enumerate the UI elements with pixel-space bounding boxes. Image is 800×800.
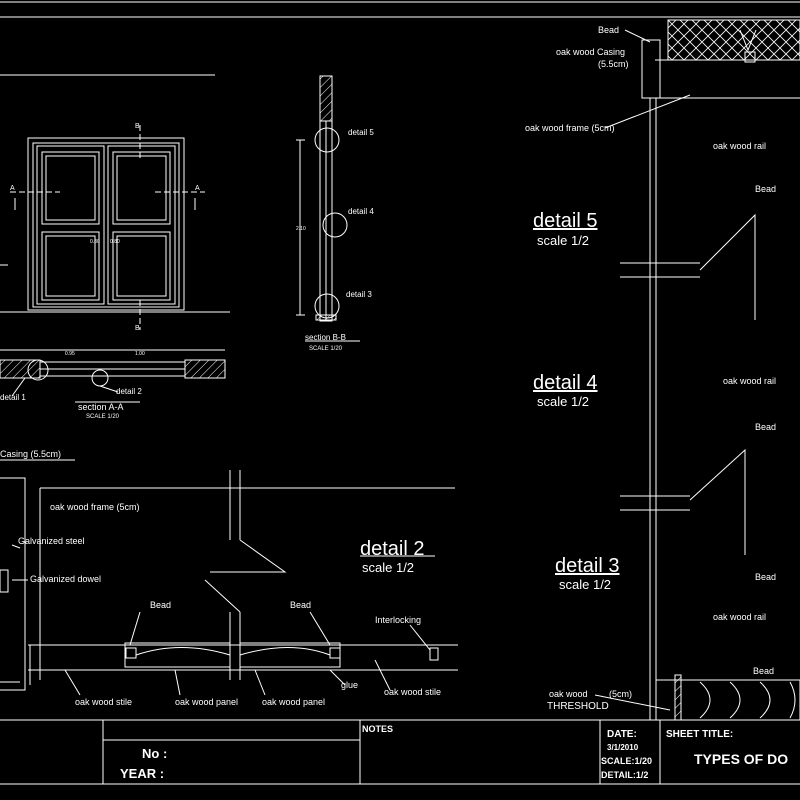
d-right-threshold-2: THRESHOLD	[547, 701, 609, 712]
detail-2-drawing	[0, 459, 458, 696]
d-right-bead-3: Bead	[755, 572, 776, 582]
section-bb-dim: 2.10	[296, 226, 306, 232]
section-aa-dim-2: 1.00	[135, 351, 145, 357]
tb-no-label: No :	[142, 746, 167, 761]
title-block	[0, 719, 800, 785]
d-right-rail-1: oak wood rail	[713, 141, 766, 151]
cut-mark-b-top: B	[135, 123, 140, 130]
d2-bead-right-label: Bead	[290, 600, 311, 610]
cut-mark-a-right: A	[195, 185, 200, 192]
tb-sheet-title-label: SHEET TITLE:	[666, 729, 733, 740]
detail-1-label: detail 1	[0, 393, 26, 402]
section-aa	[0, 349, 226, 403]
d2-galv-dowel-label: Galvanized dowel	[30, 574, 101, 584]
d-right-casing-2: (5.5cm)	[598, 59, 629, 69]
tb-sheet-title: TYPES OF DO	[694, 751, 788, 767]
detail-5-scale: scale 1/2	[537, 233, 589, 248]
d2-galv-steel-label: Galvanized steel	[18, 536, 85, 546]
detail-2-scale: scale 1/2	[362, 560, 414, 575]
d-right-rail-3: oak wood rail	[713, 612, 766, 622]
section-bb-title: section B-B	[305, 333, 346, 342]
detail-5-title: detail 5	[533, 210, 598, 232]
d2-panel-right-label: oak wood panel	[262, 697, 325, 707]
section-aa-title: section A-A	[78, 402, 124, 412]
section-aa-dim-1: 0.95	[65, 351, 75, 357]
detail-2-title: detail 2	[360, 538, 425, 560]
d2-bead-left-label: Bead	[150, 600, 171, 610]
d2-interlocking-label: Interlocking	[375, 615, 421, 625]
tb-date-value: 3/1/2010	[607, 743, 639, 752]
tb-scale-label: SCALE:1/20	[601, 756, 652, 766]
door-dim-left: 0.80	[90, 239, 100, 245]
sheet-border	[0, 1, 800, 18]
door-elevation	[0, 74, 230, 330]
detail-3-scale: scale 1/2	[559, 577, 611, 592]
d-right-bead-1: Bead	[755, 184, 776, 194]
d-right-threshold-1: oak wood	[549, 689, 588, 699]
detail-3-title: detail 3	[555, 555, 620, 577]
detail-4-scale: scale 1/2	[537, 394, 589, 409]
tb-notes-label: NOTES	[362, 724, 393, 734]
section-bb	[296, 75, 360, 342]
section-bb-detail-label-2: detail 4	[348, 207, 374, 216]
cut-mark-a-left: A	[10, 185, 15, 192]
d2-stile-right-label: oak wood stile	[384, 687, 441, 697]
tb-detail-label: DETAIL:1/2	[601, 770, 648, 780]
d-right-rail-2: oak wood rail	[723, 376, 776, 386]
section-bb-scale: SCALE 1/20	[309, 346, 343, 352]
section-bb-detail-label-3: detail 3	[346, 290, 372, 299]
d-right-casing-1: oak wood Casing	[556, 47, 625, 57]
cut-mark-b-bottom: B	[135, 325, 140, 332]
section-bb-detail-label-1: detail 5	[348, 128, 374, 137]
d-right-bead-2: Bead	[755, 422, 776, 432]
tb-year-label: YEAR :	[120, 766, 164, 781]
d-right-bead-4: Bead	[753, 666, 774, 676]
d-right-threshold-size: (5cm)	[609, 689, 632, 699]
d-right-bead-top: Bead	[598, 25, 619, 35]
details-right-drawing	[594, 19, 800, 721]
section-aa-scale: SCALE 1/20	[86, 414, 120, 420]
d2-frame-label: oak wood frame (5cm)	[50, 502, 140, 512]
detail-4-title: detail 4	[533, 372, 598, 394]
d2-panel-left-label: oak wood panel	[175, 697, 238, 707]
d2-glue-label: glue	[341, 680, 358, 690]
door-dim-right: 0.80	[110, 239, 120, 245]
d2-casing-label: Casing (5.5cm)	[0, 449, 61, 459]
tb-date-label: DATE:	[607, 729, 637, 740]
d-right-frame: oak wood frame (5cm)	[525, 123, 615, 133]
detail-2-label: detail 2	[116, 387, 142, 396]
d2-stile-left-label: oak wood stile	[75, 697, 132, 707]
